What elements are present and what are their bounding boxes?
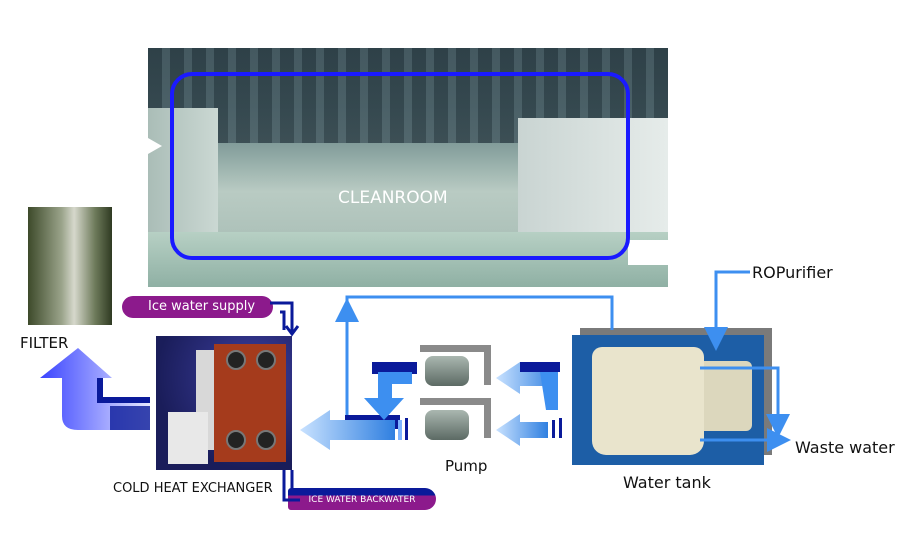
waste-water-label: Waste water xyxy=(795,438,895,457)
filter-photo xyxy=(28,207,112,325)
flow-arrow-pump-down xyxy=(364,362,417,420)
flow-arrow-tank-to-pump-1 xyxy=(496,362,560,410)
pump-bracket xyxy=(420,345,490,352)
filter-label: FILTER xyxy=(20,334,69,352)
pump-1 xyxy=(425,356,469,386)
heat-exchanger-photo xyxy=(156,336,292,470)
triangle-marker-icon xyxy=(148,138,162,154)
cleanroom-label: CLEANROOM xyxy=(338,188,448,208)
pump-label: Pump xyxy=(445,457,488,475)
cleanroom-frame xyxy=(170,72,630,260)
ice-water-supply-arrow xyxy=(270,301,300,337)
ro-purifier-label: ROPurifier xyxy=(752,263,833,282)
heat-exchanger-label: COLD HEAT EXCHANGER xyxy=(113,481,273,496)
pump-bracket xyxy=(484,398,491,438)
ice-water-backwater-badge: ICE WATER BACKWATER xyxy=(288,488,436,510)
return-flow-line xyxy=(335,270,791,452)
flow-arrow-tank-to-pump-2 xyxy=(496,414,562,446)
pump-bracket xyxy=(484,345,491,385)
water-tank-photo xyxy=(572,335,764,465)
water-tank-label: Water tank xyxy=(623,473,711,492)
pump-2 xyxy=(425,410,469,440)
ice-water-backwater-arrow xyxy=(282,470,310,502)
ice-water-supply-badge: Ice water supply xyxy=(122,296,274,318)
flow-arrow-to-exchanger xyxy=(300,410,408,450)
photo-notch xyxy=(628,240,668,265)
flow-arrow-to-filter xyxy=(40,348,150,430)
pump-bracket xyxy=(420,398,490,405)
